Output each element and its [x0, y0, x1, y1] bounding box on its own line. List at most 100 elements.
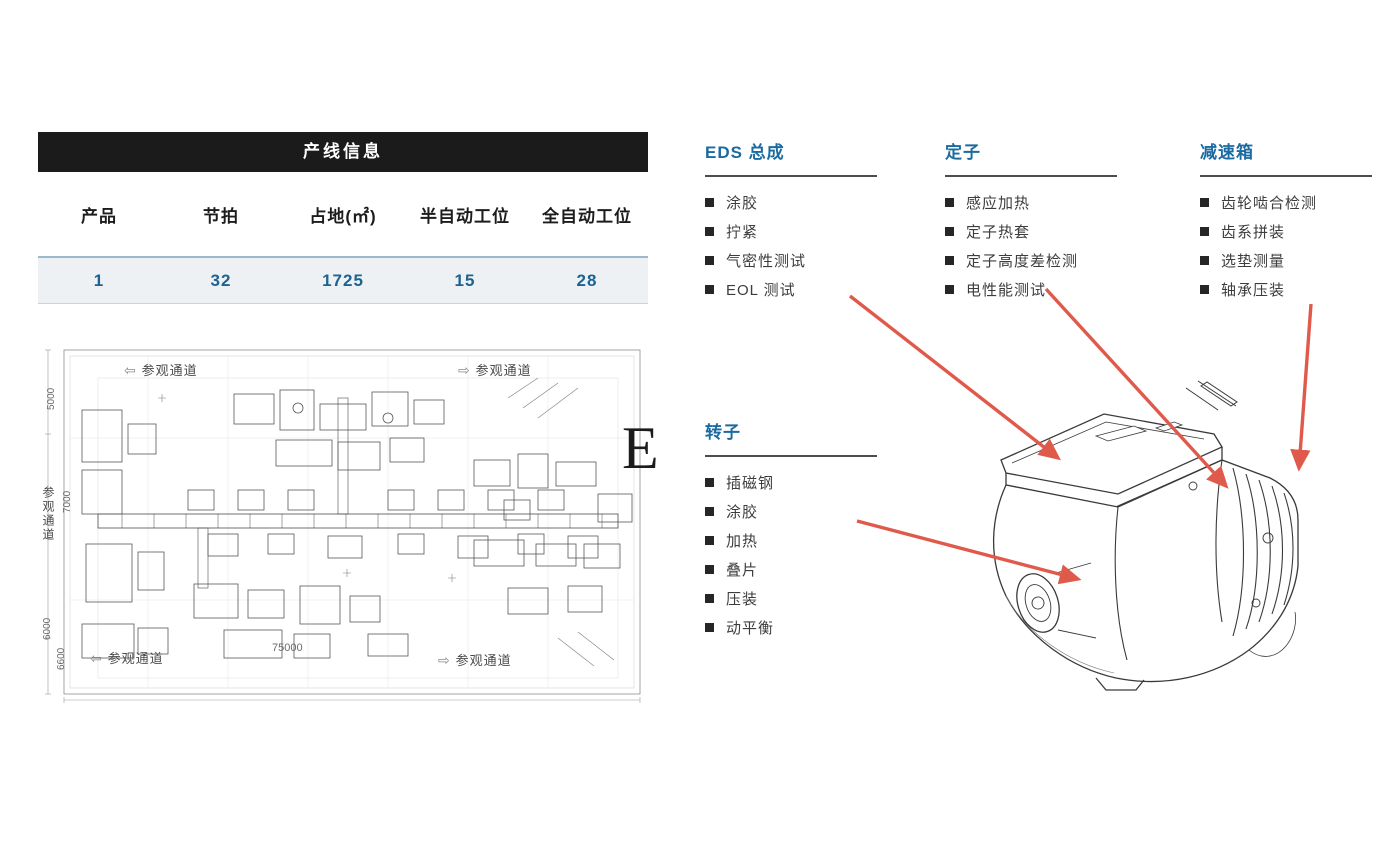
- process-item: 感应加热: [945, 188, 1117, 217]
- table-value: 15: [454, 270, 476, 290]
- process-item-label: 涂胶: [726, 195, 759, 212]
- section-item-list: 插磁钢 涂胶 加热 叠片 压装: [705, 468, 877, 642]
- dimension-bottom-left: 6600: [56, 647, 67, 670]
- table-column-header: 产品: [81, 206, 117, 226]
- section-item-list: 涂胶 拧紧 气密性测试 EOL 测试: [705, 188, 877, 304]
- square-bullet-icon: [1200, 285, 1209, 294]
- process-item-label: 压装: [726, 591, 759, 608]
- floor-plan: 参观通道 参观通道 参观通道 参观通道 参观通道 5000 7000 6000 …: [38, 338, 659, 706]
- process-item-label: 定子热套: [966, 224, 1031, 241]
- dimension-left-lower: 6000: [42, 617, 53, 640]
- process-item-label: 叠片: [726, 562, 759, 579]
- production-line-info-table: 产线信息 产品 节拍 占地(㎡) 半自动工位 全自动工位 1 32 1725: [38, 132, 648, 304]
- process-item-label: 加热: [726, 533, 759, 550]
- process-item-label: 涂胶: [726, 504, 759, 521]
- dimension-left-top: 5000: [46, 387, 57, 410]
- table-value: 28: [576, 270, 598, 290]
- plan-boundary: [63, 349, 641, 695]
- section-eds-assembly: EDS 总成 涂胶 拧紧 气密性测试: [705, 138, 877, 304]
- process-item-label: 感应加热: [966, 195, 1031, 212]
- process-item: 气密性测试: [705, 246, 877, 275]
- passage-label-left-vertical: 参观通道: [41, 486, 55, 542]
- process-item: 齿系拼装: [1200, 217, 1372, 246]
- square-bullet-icon: [705, 594, 714, 603]
- machine-stations: [81, 389, 633, 659]
- process-item: 电性能测试: [945, 275, 1117, 304]
- hatch-marks: [158, 377, 615, 667]
- square-bullet-icon: [705, 285, 714, 294]
- process-item-label: 齿系拼装: [1221, 224, 1286, 241]
- passage-label-bottom-left: 参观通道: [90, 648, 164, 667]
- table-column-header: 占地(㎡): [309, 206, 377, 226]
- square-bullet-icon: [705, 198, 714, 207]
- plan-grid: [70, 356, 634, 688]
- square-bullet-icon: [1200, 256, 1209, 265]
- process-item: EOL 测试: [705, 275, 877, 304]
- square-bullet-icon: [705, 227, 714, 236]
- square-bullet-icon: [945, 285, 954, 294]
- section-item-list: 齿轮啮合检测 齿系拼装 选垫测量 轴承压装: [1200, 188, 1372, 304]
- section-gearbox: 减速箱 齿轮啮合检测 齿系拼装 选垫测量: [1200, 138, 1372, 304]
- section-title: 定子: [945, 138, 1117, 177]
- dimension-rails: [45, 349, 641, 703]
- section-title: EDS 总成: [705, 138, 877, 177]
- process-item: 动平衡: [705, 613, 877, 642]
- square-bullet-icon: [705, 478, 714, 487]
- square-bullet-icon: [945, 227, 954, 236]
- process-item-label: 电性能测试: [966, 282, 1047, 299]
- process-item-label: 拧紧: [726, 224, 759, 241]
- section-title: 减速箱: [1200, 138, 1372, 177]
- floor-plan-drawing: [45, 349, 641, 703]
- table-column-header: 节拍: [203, 206, 239, 226]
- table-column-header: 全自动工位: [542, 206, 632, 226]
- square-bullet-icon: [1200, 198, 1209, 207]
- square-bullet-icon: [705, 256, 714, 265]
- section-stator: 定子 感应加热 定子热套 定子高度差检测: [945, 138, 1117, 304]
- section-item-list: 感应加热 定子热套 定子高度差检测 电性能测试: [945, 188, 1117, 304]
- table-value: 1: [93, 270, 105, 290]
- square-bullet-icon: [705, 623, 714, 632]
- process-item: 压装: [705, 584, 877, 613]
- section-rotor: 转子 插磁钢 涂胶 加热 叠片: [705, 418, 877, 642]
- process-item-label: EOL 测试: [726, 282, 796, 299]
- dimension-left-middle: 7000: [62, 490, 73, 513]
- process-item: 拧紧: [705, 217, 877, 246]
- process-item: 涂胶: [705, 497, 877, 526]
- process-item-label: 轴承压装: [1221, 282, 1286, 299]
- square-bullet-icon: [705, 565, 714, 574]
- process-item-label: 动平衡: [726, 620, 775, 637]
- table-column-header: 半自动工位: [420, 206, 510, 226]
- passage-label-top-left: 参观通道: [124, 360, 198, 379]
- process-item: 定子高度差检测: [945, 246, 1117, 275]
- passage-label-top-right: 参观通道: [458, 360, 532, 379]
- table-value: 1725: [322, 270, 364, 290]
- dimension-bottom-center: 75000: [272, 642, 303, 654]
- section-title: 转子: [705, 418, 877, 457]
- square-bullet-icon: [945, 256, 954, 265]
- square-bullet-icon: [705, 507, 714, 516]
- table-value-row: 1 32 1725 15 28: [38, 256, 648, 304]
- process-item: 定子热套: [945, 217, 1117, 246]
- process-item: 插磁钢: [705, 468, 877, 497]
- table-title: 产线信息: [38, 132, 648, 172]
- process-item: 涂胶: [705, 188, 877, 217]
- process-item: 轴承压装: [1200, 275, 1372, 304]
- square-bullet-icon: [1200, 227, 1209, 236]
- process-item-label: 插磁钢: [726, 475, 775, 492]
- process-item-label: 齿轮啮合检测: [1221, 195, 1318, 212]
- passage-label-bottom-right: 参观通道: [438, 650, 512, 669]
- edrive-unit-svg: [992, 380, 1299, 691]
- square-bullet-icon: [945, 198, 954, 207]
- square-bullet-icon: [705, 536, 714, 545]
- plan-corner-letter: E: [622, 415, 659, 481]
- process-item: 叠片: [705, 555, 877, 584]
- process-item-label: 定子高度差检测: [966, 253, 1079, 270]
- process-item-label: 气密性测试: [726, 253, 807, 270]
- process-item: 选垫测量: [1200, 246, 1372, 275]
- process-item-label: 选垫测量: [1221, 253, 1286, 270]
- table-value: 32: [210, 270, 232, 290]
- process-item: 加热: [705, 526, 877, 555]
- edrive-unit-drawing: [946, 368, 1356, 698]
- process-item: 齿轮啮合检测: [1200, 188, 1372, 217]
